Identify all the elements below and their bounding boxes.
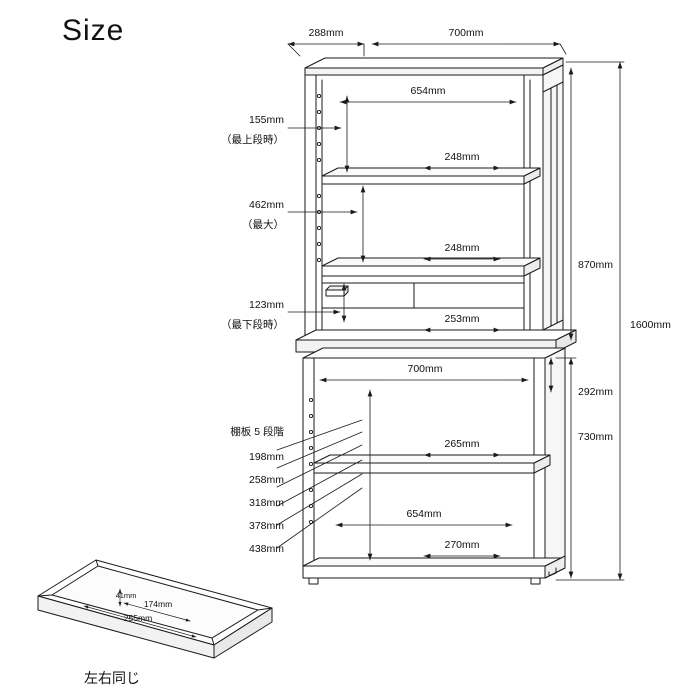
- lower-bottom-board: [302, 555, 566, 585]
- upper-shelf-2: [321, 257, 541, 277]
- lower-shelf: [313, 454, 551, 474]
- drawer-caption: 左右同じ: [84, 670, 140, 686]
- label-lower-inner-width: 654mm: [406, 508, 442, 520]
- label-top-width: 700mm: [448, 27, 484, 39]
- label-shelf-step-2: 258mm: [248, 474, 284, 486]
- label-max-height: 462mm: [248, 199, 284, 211]
- upper-top-board: [304, 57, 564, 76]
- label-min-height: 123mm: [248, 299, 284, 311]
- label-drawer-height: 41mm: [115, 591, 137, 600]
- label-shelf-gap-2: 248mm: [444, 242, 480, 254]
- drawer-dimension-lines: [83, 588, 197, 638]
- upper-shelf-1: [321, 167, 541, 185]
- label-shelf-gap-1: 248mm: [444, 151, 480, 163]
- label-top-depth: 288mm: [308, 27, 344, 39]
- label-shelf-step-4: 378mm: [248, 520, 284, 532]
- label-max-height-note: （最大）: [242, 219, 284, 231]
- label-upper-total-height: 870mm: [578, 259, 614, 271]
- label-drawer-inner-width: 174mm: [143, 599, 173, 609]
- label-min-height-note: （最下段時）: [221, 319, 284, 331]
- label-lower-depth: 292mm: [578, 386, 614, 398]
- label-lower-total-height: 730mm: [578, 431, 614, 443]
- label-total-height: 1600mm: [630, 319, 671, 331]
- label-inner-width-upper: 654mm: [410, 85, 446, 97]
- label-shelf-steps-title: 棚板 5 段階: [230, 426, 284, 438]
- label-drawer-width: 255mm: [123, 613, 153, 623]
- label-shelf-step-3: 318mm: [248, 497, 284, 509]
- label-lower-width: 700mm: [407, 363, 443, 375]
- label-shelf-step-1: 198mm: [248, 451, 284, 463]
- page-title: Size: [62, 14, 125, 47]
- label-upper-top-gap: 155mm: [248, 114, 284, 126]
- label-shelf-step-5: 438mm: [248, 543, 284, 555]
- label-lower-bottom-gap: 270mm: [444, 539, 480, 551]
- label-lower-shelf-gap: 265mm: [444, 438, 480, 450]
- label-drawer-gap: 253mm: [444, 313, 480, 325]
- label-upper-top-gap-note: （最上段時）: [221, 134, 284, 146]
- dimension-lines: [276, 41, 625, 581]
- upper-drawers: [321, 282, 525, 309]
